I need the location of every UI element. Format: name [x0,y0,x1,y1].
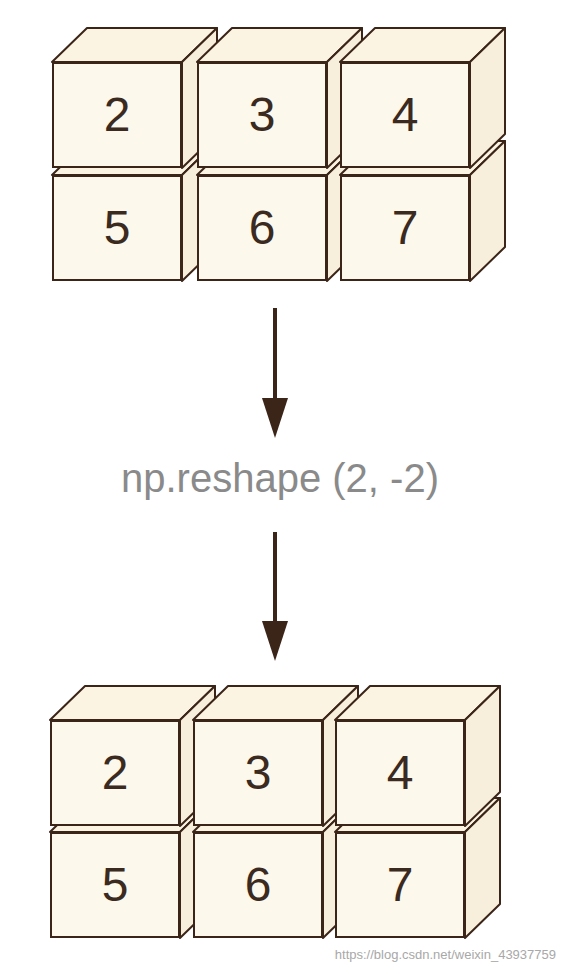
cube-number: 7 [387,861,414,909]
cube-number: 3 [249,91,276,139]
flow-arrow [273,532,277,628]
cube-front: 3 [197,62,327,168]
cube-number: 2 [104,91,131,139]
arrow-head [262,398,288,438]
cube-number: 6 [249,204,276,252]
cube-front: 5 [52,175,182,281]
cube-number: 5 [104,204,131,252]
flow-arrow [273,308,277,405]
cube-front: 2 [50,720,180,826]
cube-number: 4 [392,91,419,139]
arrow-head [262,621,288,661]
operation-label: np.reshape (2, -2) [121,455,439,501]
cube-front: 4 [335,720,465,826]
cube-number: 4 [387,749,414,797]
cube-number: 7 [392,204,419,252]
watermark: https://blog.csdn.net/weixin_43937759 [335,947,556,962]
cube-front: 3 [193,720,323,826]
cube-number: 2 [102,749,129,797]
cube-front: 7 [335,832,465,938]
cube-front: 6 [193,832,323,938]
cube-front: 6 [197,175,327,281]
cube-number: 3 [245,749,272,797]
cube-front: 2 [52,62,182,168]
cube-front: 4 [340,62,470,168]
cube-number: 6 [245,861,272,909]
cube-side-face [470,28,505,168]
cube-side-face [465,686,500,826]
cube-front: 7 [340,175,470,281]
cube-number: 5 [102,861,129,909]
cube-front: 5 [50,832,180,938]
